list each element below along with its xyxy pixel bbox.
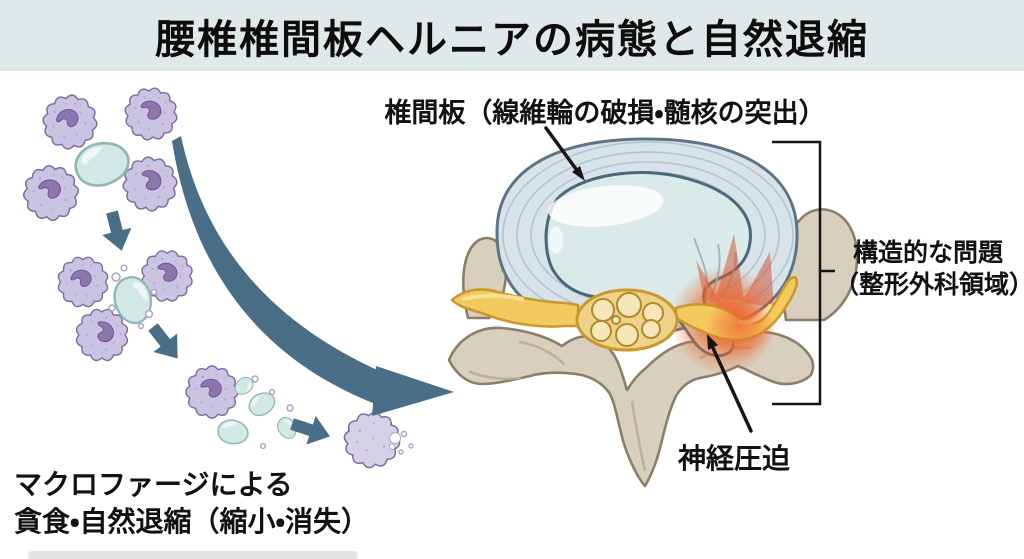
nerve-compression-glow: [706, 292, 774, 360]
vertebra-illustration: [447, 137, 859, 488]
title-band: 腰椎椎間板ヘルニアの病態と自然退縮: [0, 0, 1024, 71]
nerve-annotation-arrow: [707, 334, 753, 433]
swoosh-arrow-icon: [172, 136, 454, 416]
nerve-compression-text: 神経圧迫: [678, 443, 791, 474]
macrophage-cell-final: [340, 408, 405, 472]
macrophage-caption: マクロファージによる 貪食・自然退縮（縮小・消失）: [14, 466, 369, 540]
structural-problem-line1: 構造的な問題: [852, 239, 1003, 267]
nerve-compression-label: 神経圧迫: [678, 437, 790, 477]
page-title: 腰椎椎間板ヘルニアの病態と自然退縮: [155, 17, 869, 62]
macrophage-caption-line2: 貪食・自然退縮（縮小・消失）: [14, 506, 370, 537]
structural-problem-line2: （整形外科領域）: [834, 271, 1024, 299]
disc-annotation-arrow: [544, 126, 585, 181]
macrophage-cell: [57, 256, 109, 308]
disc-annotation-text: 椎間板（線維輪の破損・髄核の突出）: [384, 98, 826, 128]
disc-fragment: [215, 417, 251, 447]
flow-arrow-diagonal-icon: [141, 317, 190, 368]
flow-arrow-right-icon: [287, 409, 335, 451]
phagocytosis-stage-4: [340, 408, 414, 472]
disc-annotation-label: 椎間板（線維輪の破損・髄核の突出）: [340, 91, 870, 130]
caption-shadow: [28, 551, 358, 559]
macrophage-cell: [38, 90, 102, 154]
phagocytosis-stage-3: [180, 360, 301, 450]
structural-problem-bracket: [772, 140, 835, 406]
dural-sac-cauda-equina: [575, 288, 679, 352]
macrophage-caption-line1: マクロファージによる: [14, 469, 293, 500]
phagocytosis-stage-2: [57, 241, 202, 371]
macrophage-cell: [116, 79, 186, 149]
phagocytosis-stage-1: [19, 79, 188, 225]
macrophage-cell: [180, 360, 244, 424]
macrophage-phagocytosis-sequence: [19, 79, 414, 472]
macrophage-cell: [19, 161, 83, 225]
flow-arrow-down-icon: [97, 208, 137, 255]
structural-problem-label: 構造的な問題 （整形外科領域）: [834, 237, 1024, 301]
